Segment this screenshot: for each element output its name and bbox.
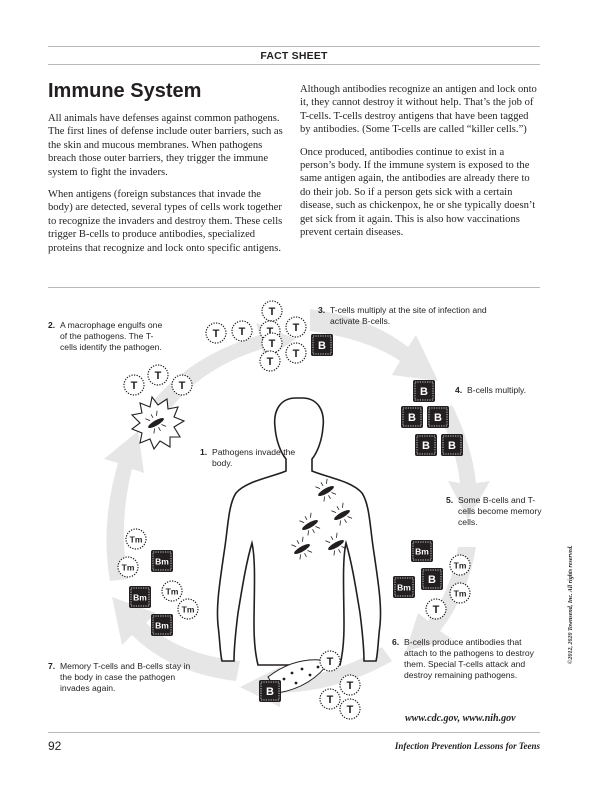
step-1-label: 1. Pathogens invade the body. <box>200 447 300 469</box>
step-number: 7. <box>48 661 56 671</box>
right-column: Although antibodies recognize an antigen… <box>300 83 540 248</box>
step-number: 6. <box>392 637 400 647</box>
paragraph: All animals have defenses against common… <box>48 113 283 178</box>
source-links: www.cdc.gov, www.nih.gov <box>405 713 516 724</box>
step-2-label: 2. A macrophage engulfs one of the patho… <box>48 320 166 353</box>
header-rule-bottom <box>48 64 540 65</box>
step-text: Memory T-cells and B-cells stay in the b… <box>60 661 191 693</box>
body-silhouette-icon <box>216 397 382 666</box>
section-divider <box>48 287 540 288</box>
step-6-label: 6. B-cells produce antibodies that attac… <box>392 637 542 681</box>
step-number: 2. <box>48 320 56 330</box>
immune-cycle-diagram: T Tm B Bm <box>104 300 490 720</box>
header-rule-top <box>48 46 540 47</box>
b-cell-icon <box>258 679 282 703</box>
step-number: 3. <box>318 305 326 315</box>
step-text: B-cells multiply. <box>467 385 527 395</box>
page-number: 92 <box>48 739 62 753</box>
step-3-label: 3. T-cells multiply at the site of infec… <box>318 305 493 327</box>
step-text: B-cells produce antibodies that attach t… <box>404 637 534 680</box>
step-text: A macrophage engulfs one of the pathogen… <box>60 320 163 352</box>
step-7-label: 7. Memory T-cells and B-cells stay in th… <box>48 661 193 694</box>
step-text: Some B-cells and T-cells become memory c… <box>458 495 542 527</box>
step-4-label: 4. B-cells multiply. <box>455 385 545 396</box>
header-label: FACT SHEET <box>260 50 328 62</box>
footer-rule <box>48 732 540 733</box>
step-text: Pathogens invade the body. <box>212 447 296 468</box>
t-cell-icon <box>123 364 193 396</box>
book-title: Infection Prevention Lessons for Teens <box>394 741 540 751</box>
paragraph: When antigens (foreign substances that i… <box>48 189 283 254</box>
paragraph: Once produced, antibodies continue to ex… <box>300 146 536 239</box>
copyright-notice: ©2012, 2020 Townsend, Inc. All rights re… <box>568 545 574 664</box>
paragraph: Although antibodies recognize an antigen… <box>300 84 537 136</box>
step-5-label: 5. Some B-cells and T-cells become memor… <box>446 495 546 528</box>
step-number: 4. <box>455 385 463 395</box>
b-cell-icon <box>310 333 334 357</box>
step-number: 1. <box>200 447 208 457</box>
left-column: All animals have defenses against common… <box>48 112 288 264</box>
step-number: 5. <box>446 495 454 505</box>
b-cell-icon <box>392 539 444 599</box>
page-title: Immune System <box>48 80 202 102</box>
step-text: T-cells multiply at the site of infectio… <box>330 305 487 326</box>
macrophage-icon <box>130 395 186 451</box>
